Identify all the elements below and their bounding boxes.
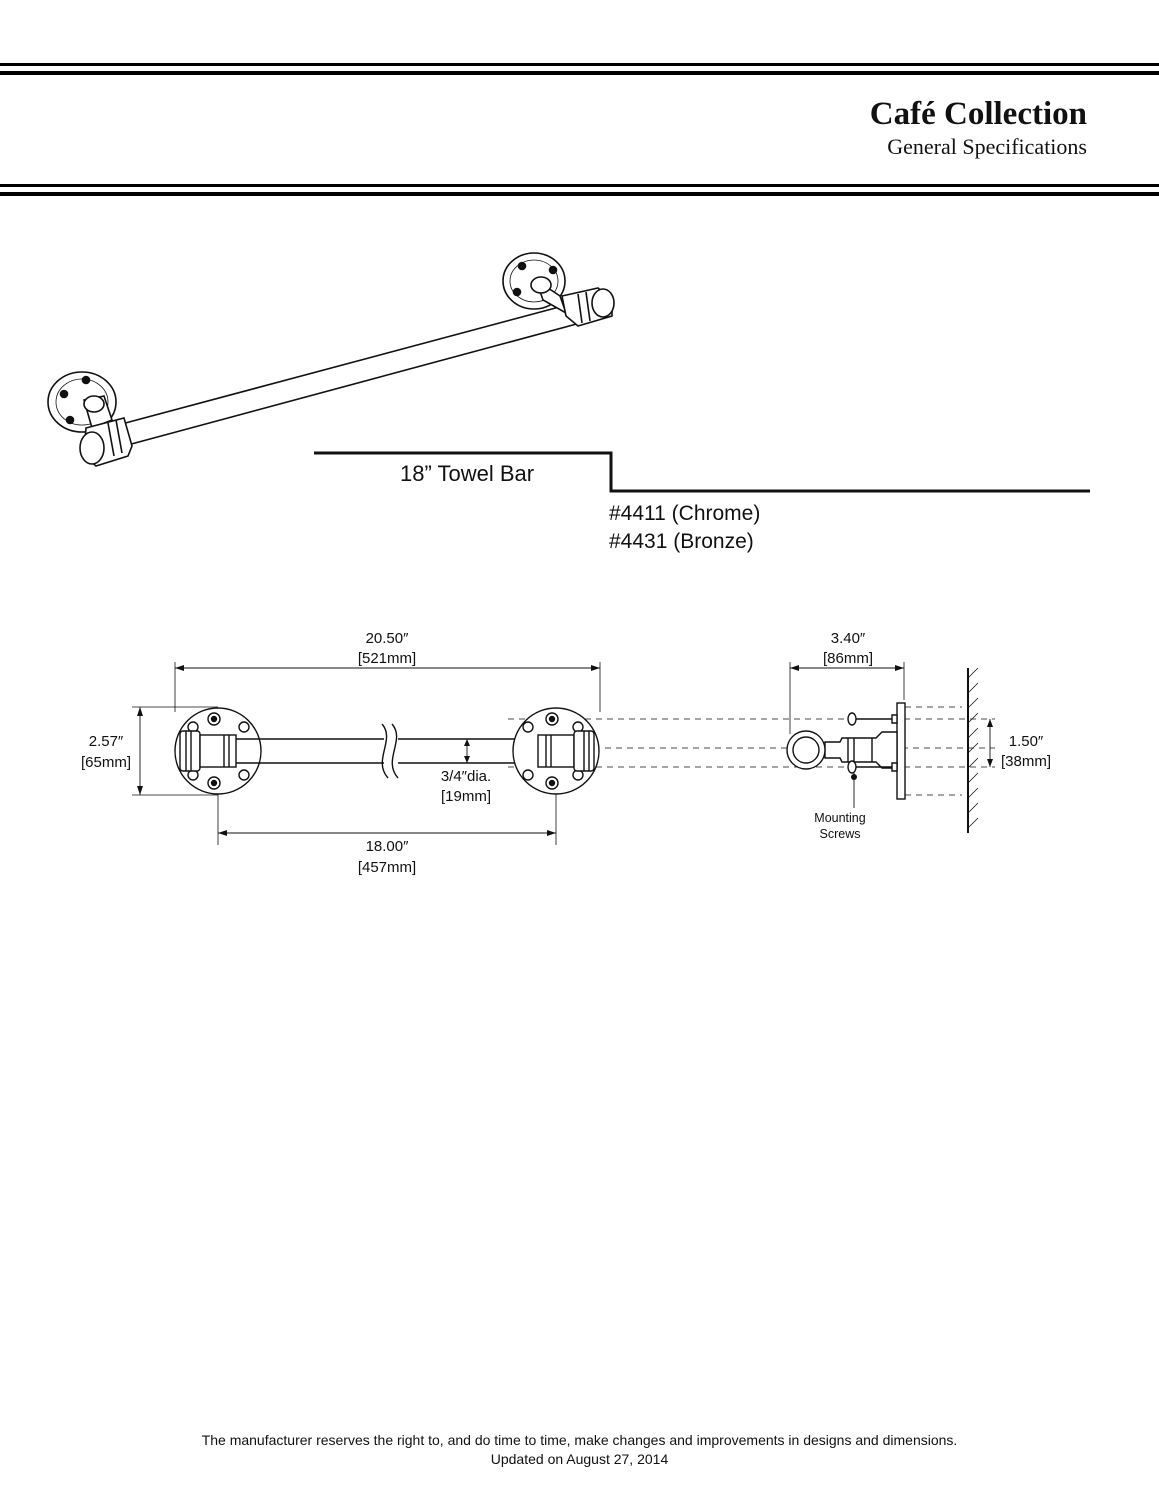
front-elevation (132, 662, 995, 845)
page-subtitle: General Specifications (887, 134, 1087, 159)
header-rule-bottom-thin (0, 184, 1159, 187)
flange-diameter-inches: 2.57″ (89, 733, 124, 750)
page-title: Café Collection (869, 96, 1087, 132)
screw-spacing-inches: 1.50″ (1009, 733, 1044, 750)
bar-diameter-mm: [19mm] (441, 788, 491, 805)
overall-length-mm: [521mm] (358, 650, 416, 667)
title-block-line (314, 451, 1090, 493)
side-elevation (786, 662, 993, 833)
header-rule-top-thin (0, 63, 1159, 66)
bar-diameter-inches: 3/4″dia. (441, 768, 491, 785)
flange-diameter-mm: [65mm] (81, 754, 131, 771)
model-bronze: #4431 (Bronze) (609, 530, 754, 553)
center-to-center-inches: 18.00″ (366, 838, 410, 855)
overall-length-inches: 20.50″ (366, 630, 410, 647)
mounting-screws-label-line1: Mounting (814, 811, 865, 825)
towel-bar-illustration (47, 252, 615, 467)
model-chrome: #4411 (Chrome) (609, 502, 761, 525)
mounting-screws-label-line2: Screws (820, 827, 861, 841)
header-rule-top-thick (0, 71, 1159, 75)
header-rule-bottom-thick (0, 192, 1159, 196)
projection-inches: 3.40″ (831, 630, 866, 647)
projection-mm: [86mm] (823, 650, 873, 667)
center-to-center-mm: [457mm] (358, 859, 416, 876)
screw-spacing-mm: [38mm] (1001, 753, 1051, 770)
footer-updated-date: Updated on August 27, 2014 (490, 1451, 669, 1467)
footer-disclaimer: The manufacturer reserves the right to, … (201, 1432, 958, 1448)
product-name: 18” Towel Bar (400, 461, 535, 486)
